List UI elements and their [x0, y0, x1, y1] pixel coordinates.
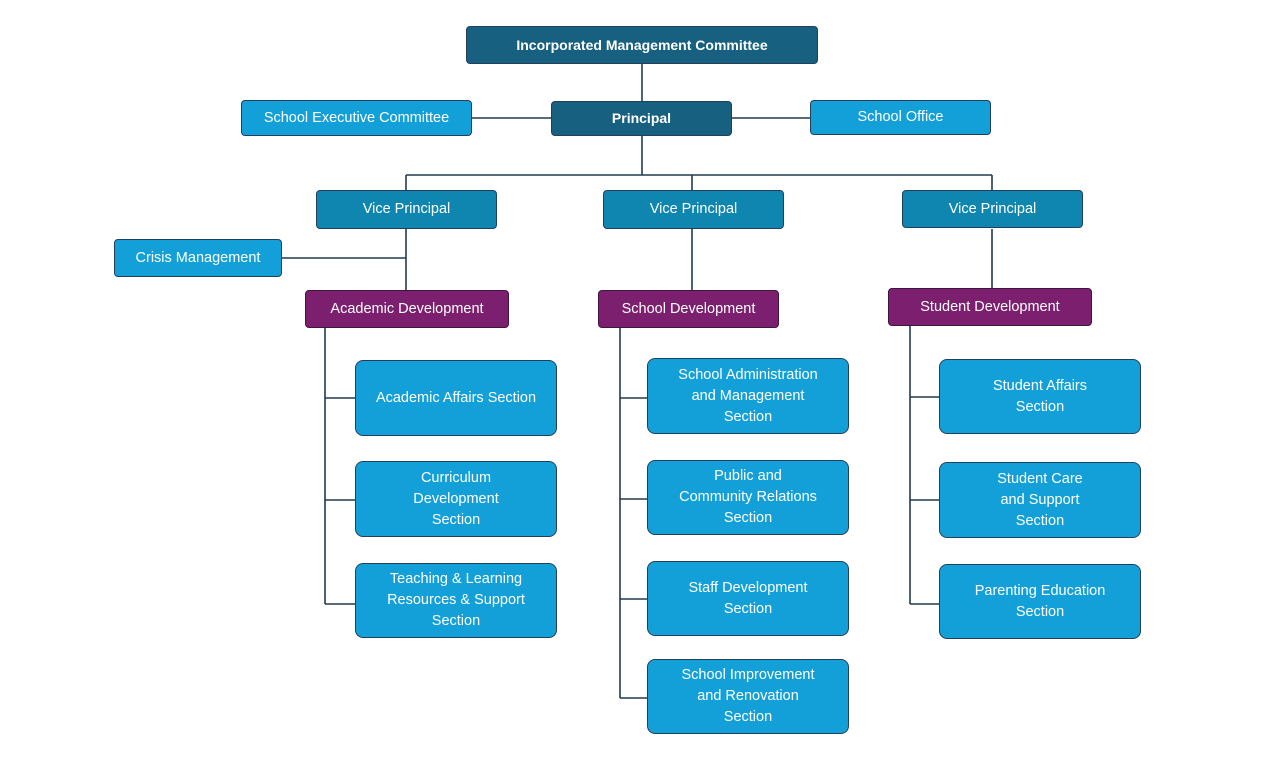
principal-node: Principal: [551, 101, 732, 136]
public-community-relations-section-node: Public and Community Relations Section: [647, 460, 849, 535]
crisis-management-node: Crisis Management: [114, 239, 282, 277]
imc-node: Incorporated Management Committee: [466, 26, 818, 64]
academic-affairs-section-node: Academic Affairs Section: [355, 360, 557, 436]
exec-committee-node: School Executive Committee: [241, 100, 472, 136]
parenting-education-section-node: Parenting Education Section: [939, 564, 1141, 639]
curriculum-development-section-node: Curriculum Development Section: [355, 461, 557, 537]
vice-principal-right-node: Vice Principal: [902, 190, 1083, 228]
school-office-node: School Office: [810, 100, 991, 135]
school-development-node: School Development: [598, 290, 779, 328]
school-improvement-section-node: School Improvement and Renovation Sectio…: [647, 659, 849, 734]
student-development-node: Student Development: [888, 288, 1092, 326]
student-care-support-section-node: Student Care and Support Section: [939, 462, 1141, 538]
school-administration-section-node: School Administration and Management Sec…: [647, 358, 849, 434]
staff-development-section-node: Staff Development Section: [647, 561, 849, 636]
student-affairs-section-node: Student Affairs Section: [939, 359, 1141, 434]
vice-principal-left-node: Vice Principal: [316, 190, 497, 229]
teaching-learning-section-node: Teaching & Learning Resources & Support …: [355, 563, 557, 638]
academic-development-node: Academic Development: [305, 290, 509, 328]
vice-principal-center-node: Vice Principal: [603, 190, 784, 229]
